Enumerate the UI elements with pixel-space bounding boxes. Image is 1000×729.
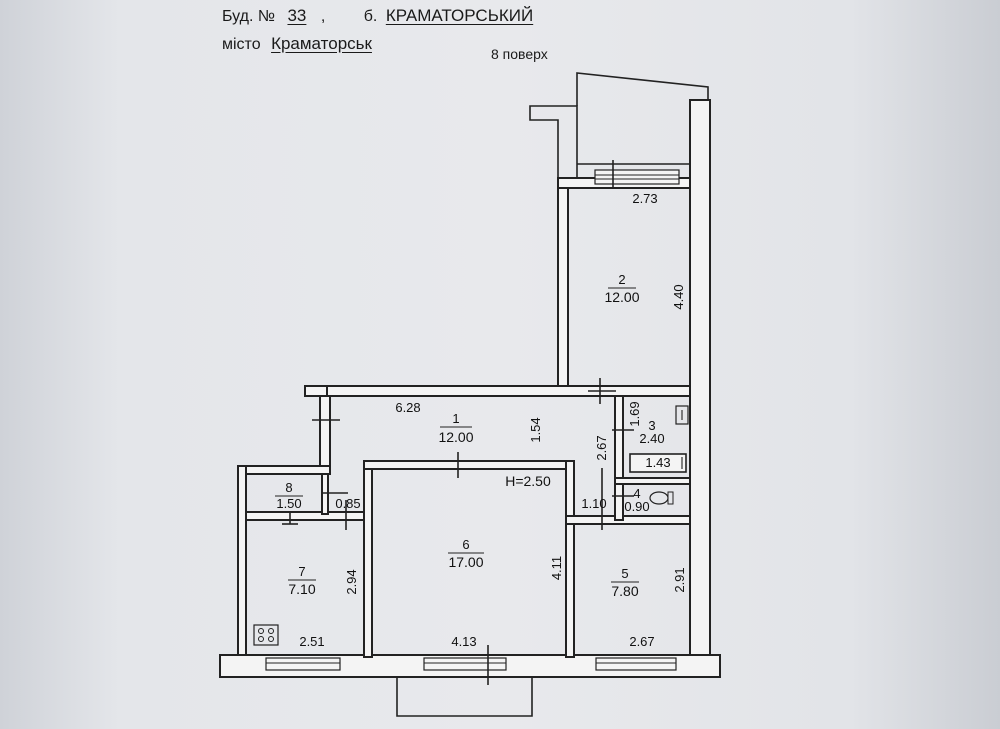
- room-7-area: 7.10: [288, 581, 315, 597]
- doors: [282, 378, 634, 685]
- dim-room5-side: 2.91: [672, 567, 687, 592]
- room-4-area: 0.90: [624, 499, 649, 514]
- dim-room7-width: 2.51: [299, 634, 324, 649]
- room-6-number: 6: [462, 537, 469, 552]
- street-prefix: б.: [363, 8, 378, 25]
- dim-room5-width: 2.67: [629, 634, 654, 649]
- room-2-area: 12.00: [604, 289, 639, 305]
- dim-room1-depth: 1.54: [528, 417, 543, 442]
- header-line-1: Буд. № 33 , б. КРАМАТОРСЬКИЙ: [222, 6, 533, 26]
- ceiling-height: H=2.50: [505, 473, 551, 489]
- room-5-number: 5: [621, 566, 628, 581]
- dim-room7-side: 2.94: [344, 569, 359, 594]
- dimension-labels: 2.73 4.40 6.28 1.54 2.67 1.69 1.43 1.10 …: [299, 191, 687, 649]
- room-8-number: 8: [285, 480, 292, 495]
- room-8-area: 1.50: [276, 496, 301, 511]
- dim-room2-width: 2.73: [632, 191, 657, 206]
- room-labels: 2 12.00 1 12.00 3 2.40 4 0.90 5 7.80 6 1…: [275, 272, 665, 599]
- dim-room6-length: 4.11: [549, 556, 564, 580]
- dim-room2-length: 4.40: [671, 284, 686, 309]
- balcony-top: [529, 72, 709, 186]
- city-name: Краматорськ: [271, 34, 372, 53]
- room-1-area: 12.00: [438, 429, 473, 445]
- stove-icon: [253, 624, 279, 646]
- dim-room6-width: 4.13: [451, 634, 476, 649]
- room-6-area: 17.00: [448, 554, 483, 570]
- dim-room4-width: 1.10: [581, 496, 606, 511]
- room-2-number: 2: [618, 272, 625, 287]
- header-comma: ,: [320, 8, 326, 25]
- header-line-2: місто Краматорськ: [222, 34, 372, 54]
- floor-label: 8 поверх: [491, 46, 548, 62]
- sink-icon: [649, 491, 674, 505]
- room-7-number: 7: [298, 564, 305, 579]
- city-label: місто: [222, 36, 261, 53]
- dim-bath: 1.43: [645, 455, 670, 470]
- toilet-icon: [675, 405, 689, 425]
- dim-room3-side: 1.69: [627, 401, 642, 426]
- room-1-number: 1: [452, 411, 459, 426]
- bath-tub-icon: [629, 453, 687, 473]
- dim-room8-side: 0.85: [335, 496, 360, 511]
- street-name: КРАМАТОРСЬКИЙ: [385, 6, 534, 25]
- windows: [265, 160, 680, 671]
- building-label: Буд. №: [222, 8, 276, 25]
- building-number: 33: [287, 6, 307, 25]
- room-3-number: 3: [648, 418, 655, 433]
- dim-room1-width: 6.28: [395, 400, 420, 415]
- room-5-area: 7.80: [611, 583, 638, 599]
- room-4-number: 4: [633, 486, 640, 501]
- balcony-bottom: [396, 677, 533, 717]
- room-3-area: 2.40: [639, 431, 664, 446]
- dim-room1-side: 2.67: [594, 435, 609, 460]
